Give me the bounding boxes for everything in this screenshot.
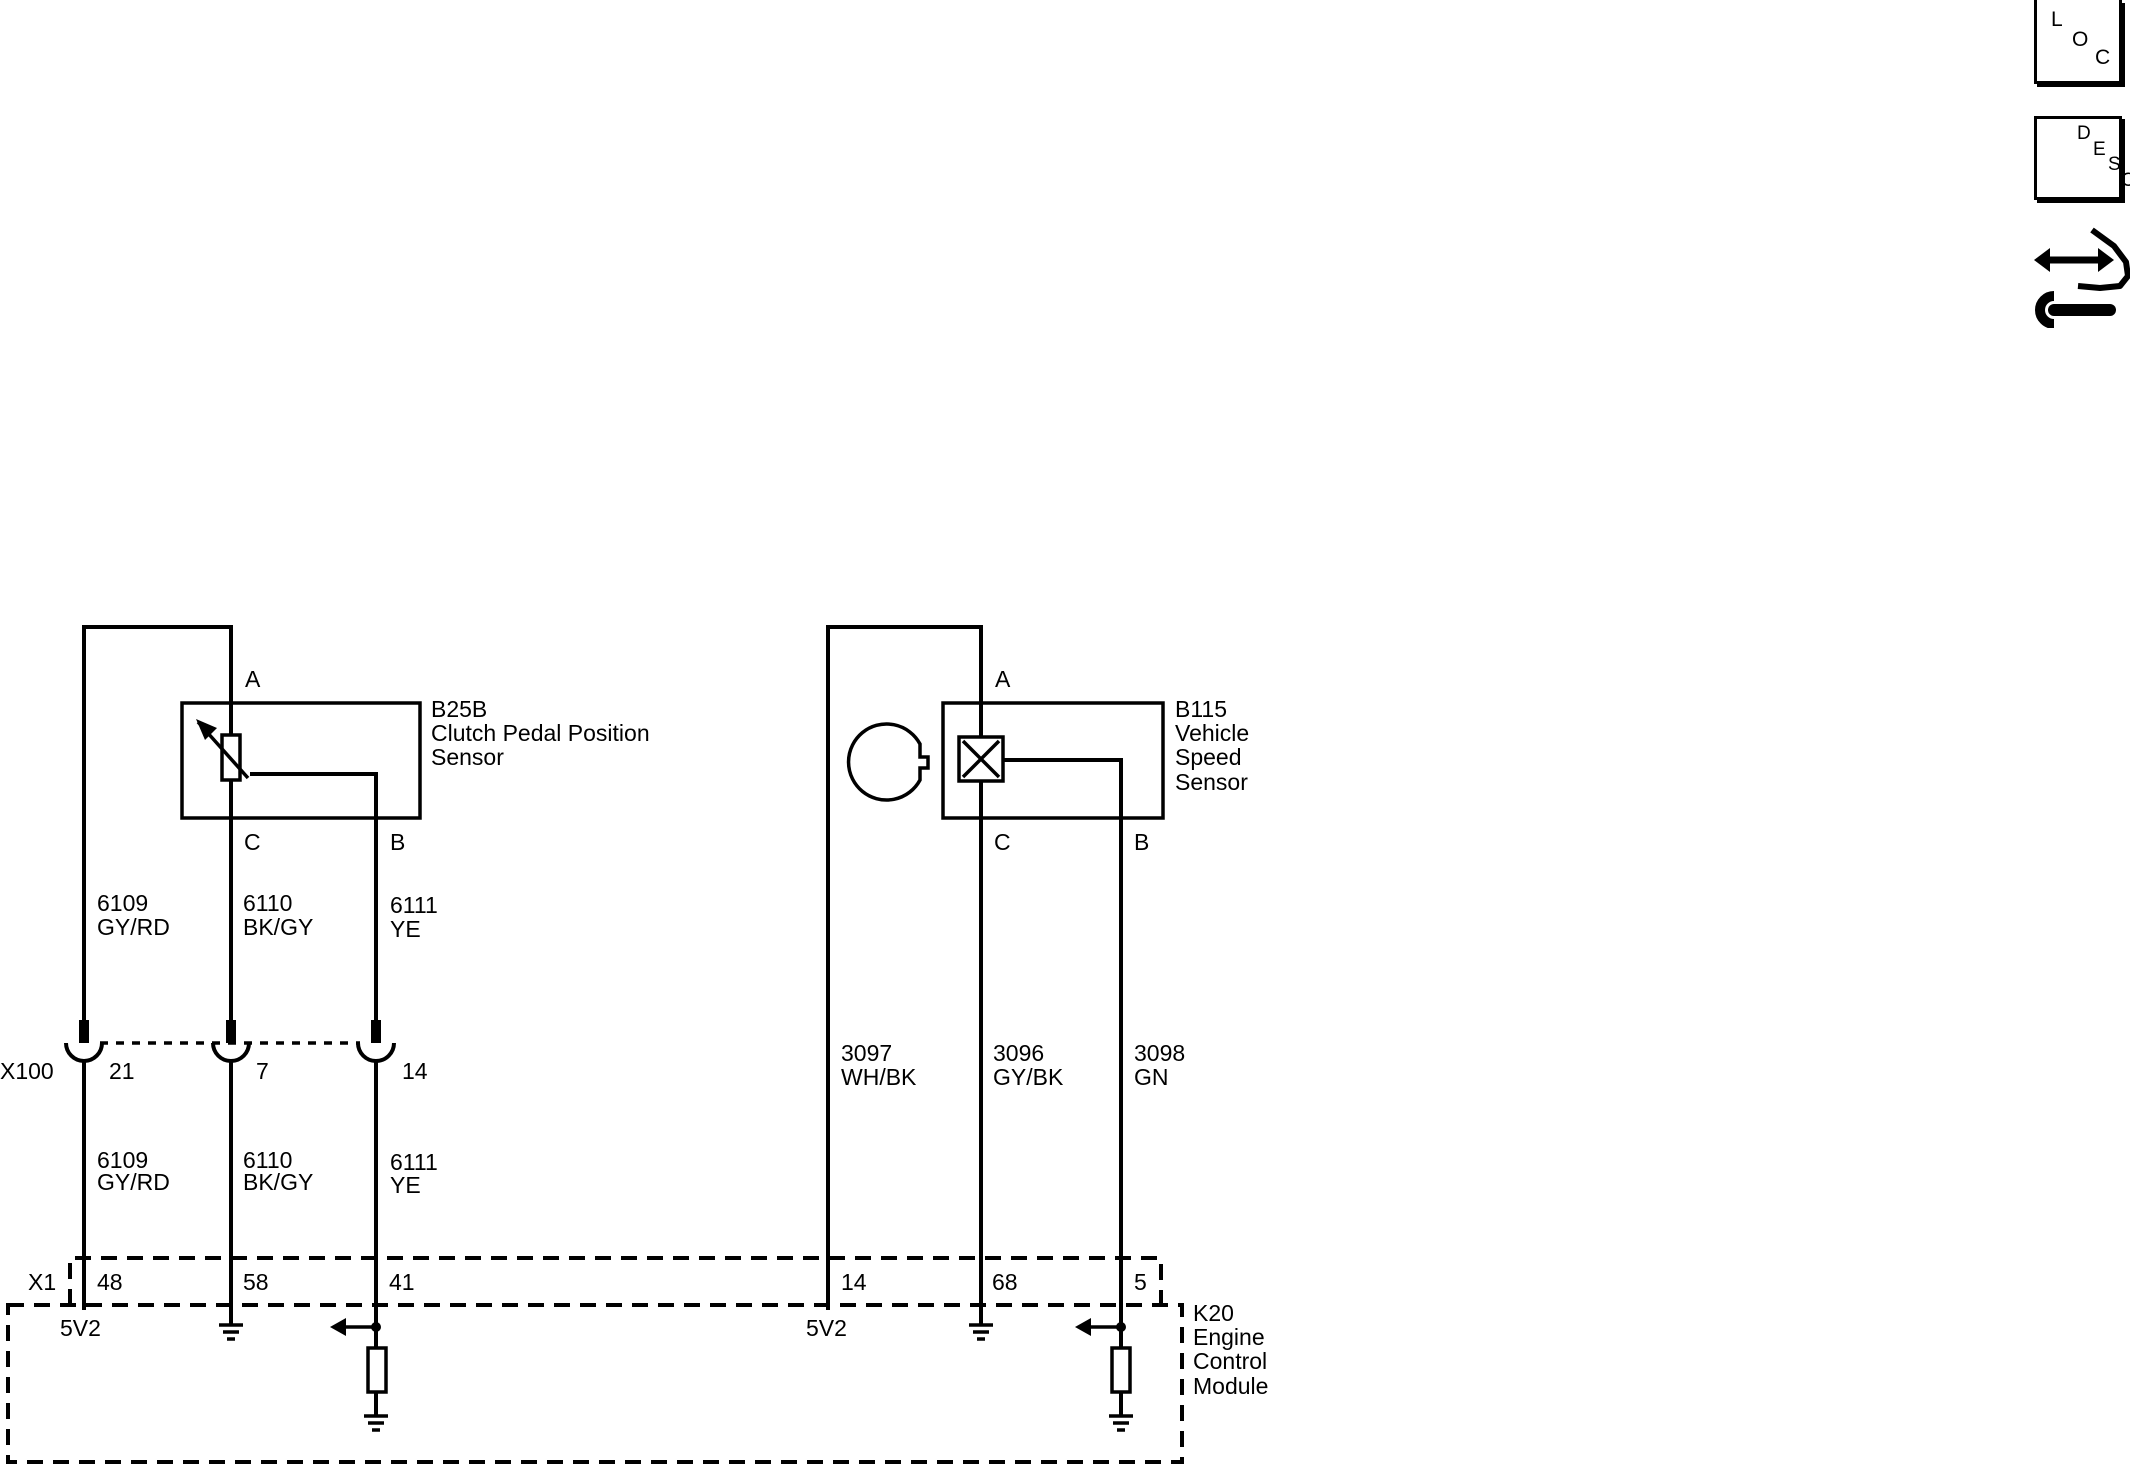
sensor1-signal-path bbox=[250, 772, 378, 1023]
connector-repair-button[interactable] bbox=[2030, 224, 2130, 329]
x1-pin-48: 48 bbox=[97, 1269, 123, 1295]
wire-s2-1-circuit: 3097 bbox=[841, 1040, 892, 1066]
ecm-outline bbox=[6, 1303, 1184, 1464]
loc-letter-l: L bbox=[2051, 8, 2063, 31]
sensor2-name-2: Speed bbox=[1175, 744, 1242, 770]
x100-terminal-7 bbox=[211, 1020, 251, 1063]
sensor1-name-1: Clutch Pedal Position bbox=[431, 720, 650, 746]
sensor2-pin-b: B bbox=[1134, 829, 1149, 855]
sensor2-pin-c: C bbox=[994, 829, 1011, 855]
desc-letter-e: E bbox=[2093, 139, 2106, 160]
sensor2-ref-loop bbox=[826, 625, 983, 1310]
x100-name: X100 bbox=[0, 1058, 54, 1084]
loc-button[interactable]: L O C bbox=[2034, 0, 2122, 84]
ecm-name-3: Module bbox=[1193, 1373, 1268, 1399]
sensor1-pin-a: A bbox=[245, 666, 261, 692]
x1-pin-68: 68 bbox=[992, 1269, 1018, 1295]
ecm-id: K20 bbox=[1193, 1300, 1234, 1326]
wire-upper-2-color: BK/GY bbox=[243, 914, 313, 940]
sensor1-pin-b: B bbox=[390, 829, 405, 855]
ecm-ref-5v2-a: 5V2 bbox=[60, 1315, 101, 1341]
x1-pin-41: 41 bbox=[389, 1269, 415, 1295]
wire-upper-2-circuit: 6110 bbox=[243, 890, 292, 916]
reluctor-wheel-symbol bbox=[846, 722, 930, 802]
sensor2-box bbox=[941, 701, 1165, 820]
sensor2-name-1: Vehicle bbox=[1175, 720, 1249, 746]
loc-letter-c: C bbox=[2095, 46, 2111, 69]
x100-pin-14: 14 bbox=[402, 1058, 428, 1084]
wire-upper-1-color: GY/RD bbox=[97, 914, 170, 940]
connector-repair-icon bbox=[2034, 227, 2130, 329]
wire-lower-1-circuit: 6109 bbox=[97, 1147, 148, 1173]
x100-terminal-14 bbox=[356, 1020, 396, 1063]
wire-upper-3-circuit: 6111 bbox=[390, 892, 438, 918]
desc-letter-c: C bbox=[2121, 170, 2130, 191]
signal-input-circuit-1 bbox=[330, 1318, 388, 1432]
x100-pin-21: 21 bbox=[109, 1058, 135, 1084]
sensor1-pin-c: C bbox=[244, 829, 261, 855]
wire-s2-2-color: GY/BK bbox=[993, 1064, 1064, 1090]
sensor1-name-2: Sensor bbox=[431, 744, 504, 770]
sensor1-id: B25B bbox=[431, 696, 487, 722]
wire-lower-1-color: GY/RD bbox=[97, 1169, 170, 1195]
wire-lower-2-color: BK/GY bbox=[243, 1169, 313, 1195]
x1-pin-5: 5 bbox=[1134, 1269, 1147, 1295]
wire-lower-3-color: YE bbox=[390, 1172, 421, 1198]
ecm-name-1: Engine bbox=[1193, 1324, 1265, 1350]
ecm-ref-5v2-b: 5V2 bbox=[806, 1315, 847, 1341]
desc-button[interactable]: D E S C bbox=[2034, 116, 2130, 200]
wire-lower-2-circuit: 6110 bbox=[243, 1147, 292, 1173]
ground-icon bbox=[219, 1323, 243, 1341]
desc-letter-d: D bbox=[2077, 123, 2091, 144]
sensor2-signal-path bbox=[1003, 758, 1123, 1325]
ground-icon bbox=[969, 1323, 993, 1341]
wire-s2-3-color: GN bbox=[1134, 1064, 1169, 1090]
ecm-name-2: Control bbox=[1193, 1348, 1267, 1374]
wire-upper-1-circuit: 6109 bbox=[97, 890, 148, 916]
potentiometer-arrowhead bbox=[196, 719, 217, 740]
desc-letter-s: S bbox=[2108, 154, 2121, 175]
sensor2-id: B115 bbox=[1175, 696, 1227, 722]
sensor1-ref-loop bbox=[82, 625, 233, 1023]
wire-s2-1-color: WH/BK bbox=[841, 1064, 917, 1090]
wire-s2-3-circuit: 3098 bbox=[1134, 1040, 1185, 1066]
signal-input-circuit-2 bbox=[1075, 1318, 1133, 1432]
sensor1-box bbox=[180, 701, 422, 820]
sensor2-pin-a: A bbox=[995, 666, 1011, 692]
wire-lower-3-circuit: 6111 bbox=[390, 1149, 438, 1175]
loc-letter-o: O bbox=[2072, 28, 2089, 51]
sensor2-name-3: Sensor bbox=[1175, 769, 1248, 795]
wire-s2-2-circuit: 3096 bbox=[993, 1040, 1044, 1066]
wire-upper-3-color: YE bbox=[390, 916, 421, 942]
x1-name: X1 bbox=[28, 1269, 56, 1295]
x100-terminal-21 bbox=[64, 1020, 104, 1063]
x100-pin-7: 7 bbox=[256, 1058, 269, 1084]
x1-pin-58: 58 bbox=[243, 1269, 269, 1295]
x1-pin-14: 14 bbox=[841, 1269, 867, 1295]
hall-sensor-x-2 bbox=[961, 739, 1001, 779]
